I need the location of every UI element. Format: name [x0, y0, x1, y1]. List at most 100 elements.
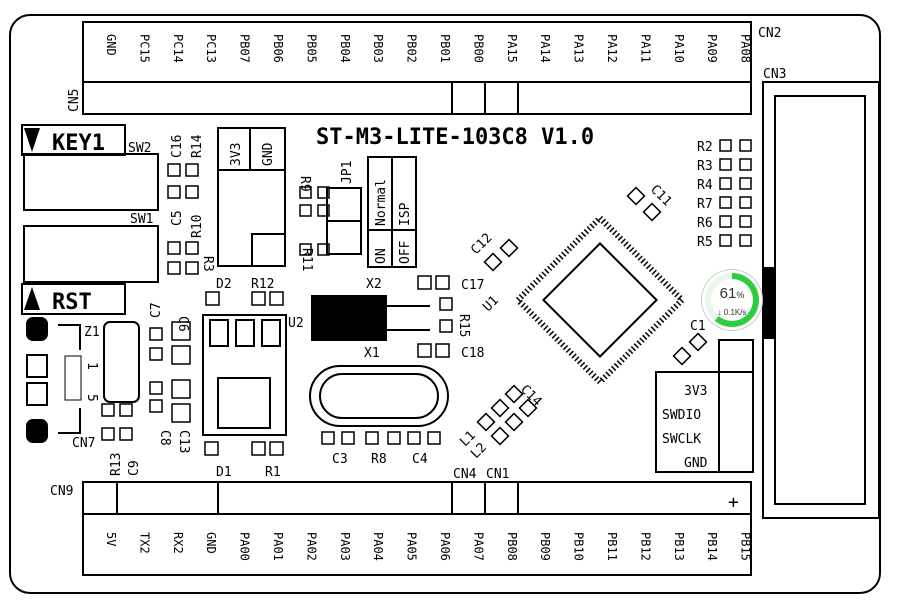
- bottom-pin-pa01: PA01: [271, 532, 285, 561]
- pad-bottom-1: [341, 431, 355, 445]
- x1-label: X1: [364, 346, 380, 361]
- pad-r-b1: [739, 158, 752, 171]
- cn1-label: CN1: [486, 467, 509, 482]
- c3-label: C3: [332, 452, 348, 467]
- pad-c1-b: [688, 332, 708, 352]
- top-pin-pa14: PA14: [538, 34, 552, 63]
- r14-label: R14: [190, 134, 205, 158]
- pad-left-6: [167, 261, 181, 275]
- sw1-label: SW1: [130, 212, 153, 227]
- r7-label: R7: [697, 197, 713, 212]
- r13-label: R13: [109, 453, 124, 476]
- bottom-pin-pb11: PB11: [605, 532, 619, 561]
- top-pin-pa15: PA15: [505, 34, 519, 63]
- pad-c6-1: [171, 345, 191, 365]
- c12-label: C12: [468, 231, 495, 258]
- pad-c7-0: [149, 327, 163, 341]
- pad-left-4: [167, 241, 181, 255]
- cn5-label: CN5: [67, 89, 82, 112]
- sw2-switch: [23, 153, 159, 211]
- boot-isp-label: ISP: [398, 202, 413, 226]
- pad-r-a4: [719, 215, 732, 228]
- pad-r15-0: [439, 297, 453, 311]
- pad-r9-0: [299, 186, 312, 199]
- pad-r13-1: [119, 403, 133, 417]
- pad-l-2: [504, 384, 524, 404]
- x2-label: X2: [366, 277, 382, 292]
- bottom-pin-pa06: PA06: [438, 532, 452, 561]
- sw1-switch: [23, 225, 159, 283]
- bottom-pin-pa07: PA07: [471, 532, 485, 561]
- pad-bottom-4: [407, 431, 421, 445]
- pad-c1-a: [672, 346, 692, 366]
- bottom-pin-rx2: RX2: [171, 532, 185, 554]
- top-pin-pa10: PA10: [672, 34, 686, 63]
- pad-l-5: [518, 398, 538, 418]
- top-pin-pa09: PA09: [705, 34, 719, 63]
- jp1-label: JP1: [340, 161, 355, 184]
- pad-l-1: [490, 398, 510, 418]
- network-speed: ↓ 0.1K/s: [717, 308, 747, 317]
- cn3-label: CN3: [763, 67, 786, 82]
- r10-label: R10: [190, 215, 205, 238]
- c9-label: C9: [127, 460, 142, 476]
- r15-label: R15: [456, 314, 471, 337]
- bottom-pin-pa02: PA02: [304, 532, 318, 561]
- pad-bottom-3: [387, 431, 401, 445]
- pad-d2-2: [269, 291, 284, 306]
- pad-left-0: [167, 163, 181, 177]
- pad-c17-3: [435, 343, 450, 358]
- r9-label: R9: [297, 176, 312, 192]
- top-pin-pc14: PC14: [171, 34, 185, 63]
- swd-swclk: SWCLK: [662, 432, 701, 447]
- top-pin-pb01: PB01: [438, 34, 452, 63]
- network-speed-widget[interactable]: 61% ↓ 0.1K/s: [702, 270, 762, 330]
- c1-label: C1: [690, 319, 706, 334]
- pad-r-a5: [719, 234, 732, 247]
- bottom-pin-pb08: PB08: [505, 532, 519, 561]
- bottom-pin-pb14: PB14: [705, 532, 719, 561]
- r1-label: R1: [265, 465, 281, 480]
- bottom-pin-pa00: PA00: [238, 532, 252, 561]
- pad-r-b3: [739, 196, 752, 209]
- top-pin-pc15: PC15: [137, 34, 151, 63]
- pad-bottom-5: [427, 431, 441, 445]
- top-pin-pb02: PB02: [405, 34, 419, 63]
- top-pin-pb05: PB05: [304, 34, 318, 63]
- d2-label: D2: [216, 277, 232, 292]
- cn9-label: CN9: [50, 484, 73, 499]
- r2-label: R2: [697, 140, 713, 155]
- r8-label: R8: [371, 452, 387, 467]
- pad-d2-1: [251, 291, 266, 306]
- bottom-pin-gnd: GND: [204, 532, 218, 554]
- pad-r9-3: [317, 186, 330, 199]
- board-title: ST-M3-LITE-103C8 V1.0: [316, 125, 594, 150]
- pad-d1-2: [269, 441, 284, 456]
- pad-r-b2: [739, 177, 752, 190]
- jumper-gnd-label: GND: [261, 142, 276, 166]
- cn7-label: CN7: [72, 436, 95, 451]
- u2-label: U2: [288, 316, 304, 331]
- pad-l-4: [504, 412, 524, 432]
- pad-left-1: [185, 163, 199, 177]
- jumper-3v3-label: 3V3: [229, 143, 244, 166]
- plus-marker: +: [728, 492, 739, 513]
- c13-label: C13: [176, 430, 191, 453]
- pad-c12-b: [499, 238, 519, 258]
- swd-connector: [655, 371, 754, 473]
- boot-off-label: OFF: [398, 240, 413, 264]
- bottom-pin-pb13: PB13: [672, 532, 686, 561]
- pad-r-b5: [739, 234, 752, 247]
- bottom-pin-pb12: PB12: [638, 532, 652, 561]
- r3b-label: R3: [697, 159, 713, 174]
- top-pin-pc13: PC13: [204, 34, 218, 63]
- pin1-marker: 1: [84, 362, 99, 370]
- pad-r9-2: [299, 243, 312, 256]
- c17-label: C17: [461, 278, 484, 293]
- cn4-label: CN4: [453, 467, 477, 482]
- pad-left-3: [185, 185, 199, 199]
- top-pin-gnd: GND: [104, 34, 118, 56]
- top-pin-pb00: PB00: [471, 34, 485, 63]
- c5-label: C5: [170, 210, 185, 226]
